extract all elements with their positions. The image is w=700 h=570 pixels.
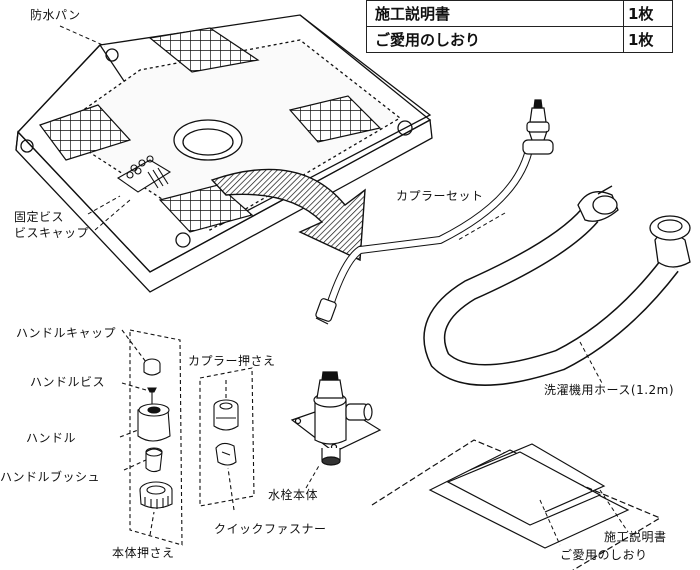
label-pan: 防水パン — [30, 8, 81, 22]
manual-icon — [371, 439, 662, 570]
label-manual: 施工説明書 — [604, 530, 667, 544]
handle-cap-icon — [143, 358, 161, 376]
curved-arrow-icon — [210, 168, 366, 262]
label-coupler-set: カプラーセット — [396, 189, 484, 203]
label-booklet: ご愛用のしおり — [560, 548, 648, 562]
label-handle-screw: ハンドルビス — [30, 375, 106, 389]
label-body-holder: 本体押さえ — [112, 546, 175, 560]
label-screw: 固定ビス — [14, 210, 65, 224]
screw-icon — [116, 155, 172, 193]
quick-fastener-icon — [215, 442, 237, 466]
faucet-icon — [290, 371, 382, 466]
handle-screw-icon — [147, 387, 157, 405]
parts-table: 施工説明書 1枚 ご愛用のしおり 1枚 — [366, 0, 673, 53]
handle-bush-icon — [145, 447, 163, 473]
label-handle-cap: ハンドルキャップ — [16, 326, 117, 340]
label-handle: ハンドル — [26, 431, 77, 445]
label-faucet-body: 水栓本体 — [268, 488, 319, 502]
hose-icon — [423, 185, 691, 386]
table-row: ご愛用のしおり 1枚 — [366, 26, 673, 53]
coupler-set-icon — [315, 99, 554, 325]
table-row: 施工説明書 1枚 — [366, 0, 673, 27]
table-cell-name: 施工説明書 — [366, 0, 624, 27]
body-holder-icon — [139, 481, 173, 509]
label-screw-cap: ビスキャップ — [14, 226, 90, 240]
handle-icon — [137, 403, 171, 442]
label-handle-bush: ハンドルブッシュ — [0, 470, 101, 484]
table-cell-qty: 1枚 — [623, 0, 673, 27]
label-coupler-holder: カプラー押さえ — [188, 354, 276, 368]
table-cell-qty: 1枚 — [623, 26, 673, 53]
coupler-holder-icon — [213, 399, 239, 431]
label-hose: 洗濯機用ホース(1.2m) — [544, 383, 675, 397]
label-quick-fastener: クイックファスナー — [214, 522, 327, 536]
